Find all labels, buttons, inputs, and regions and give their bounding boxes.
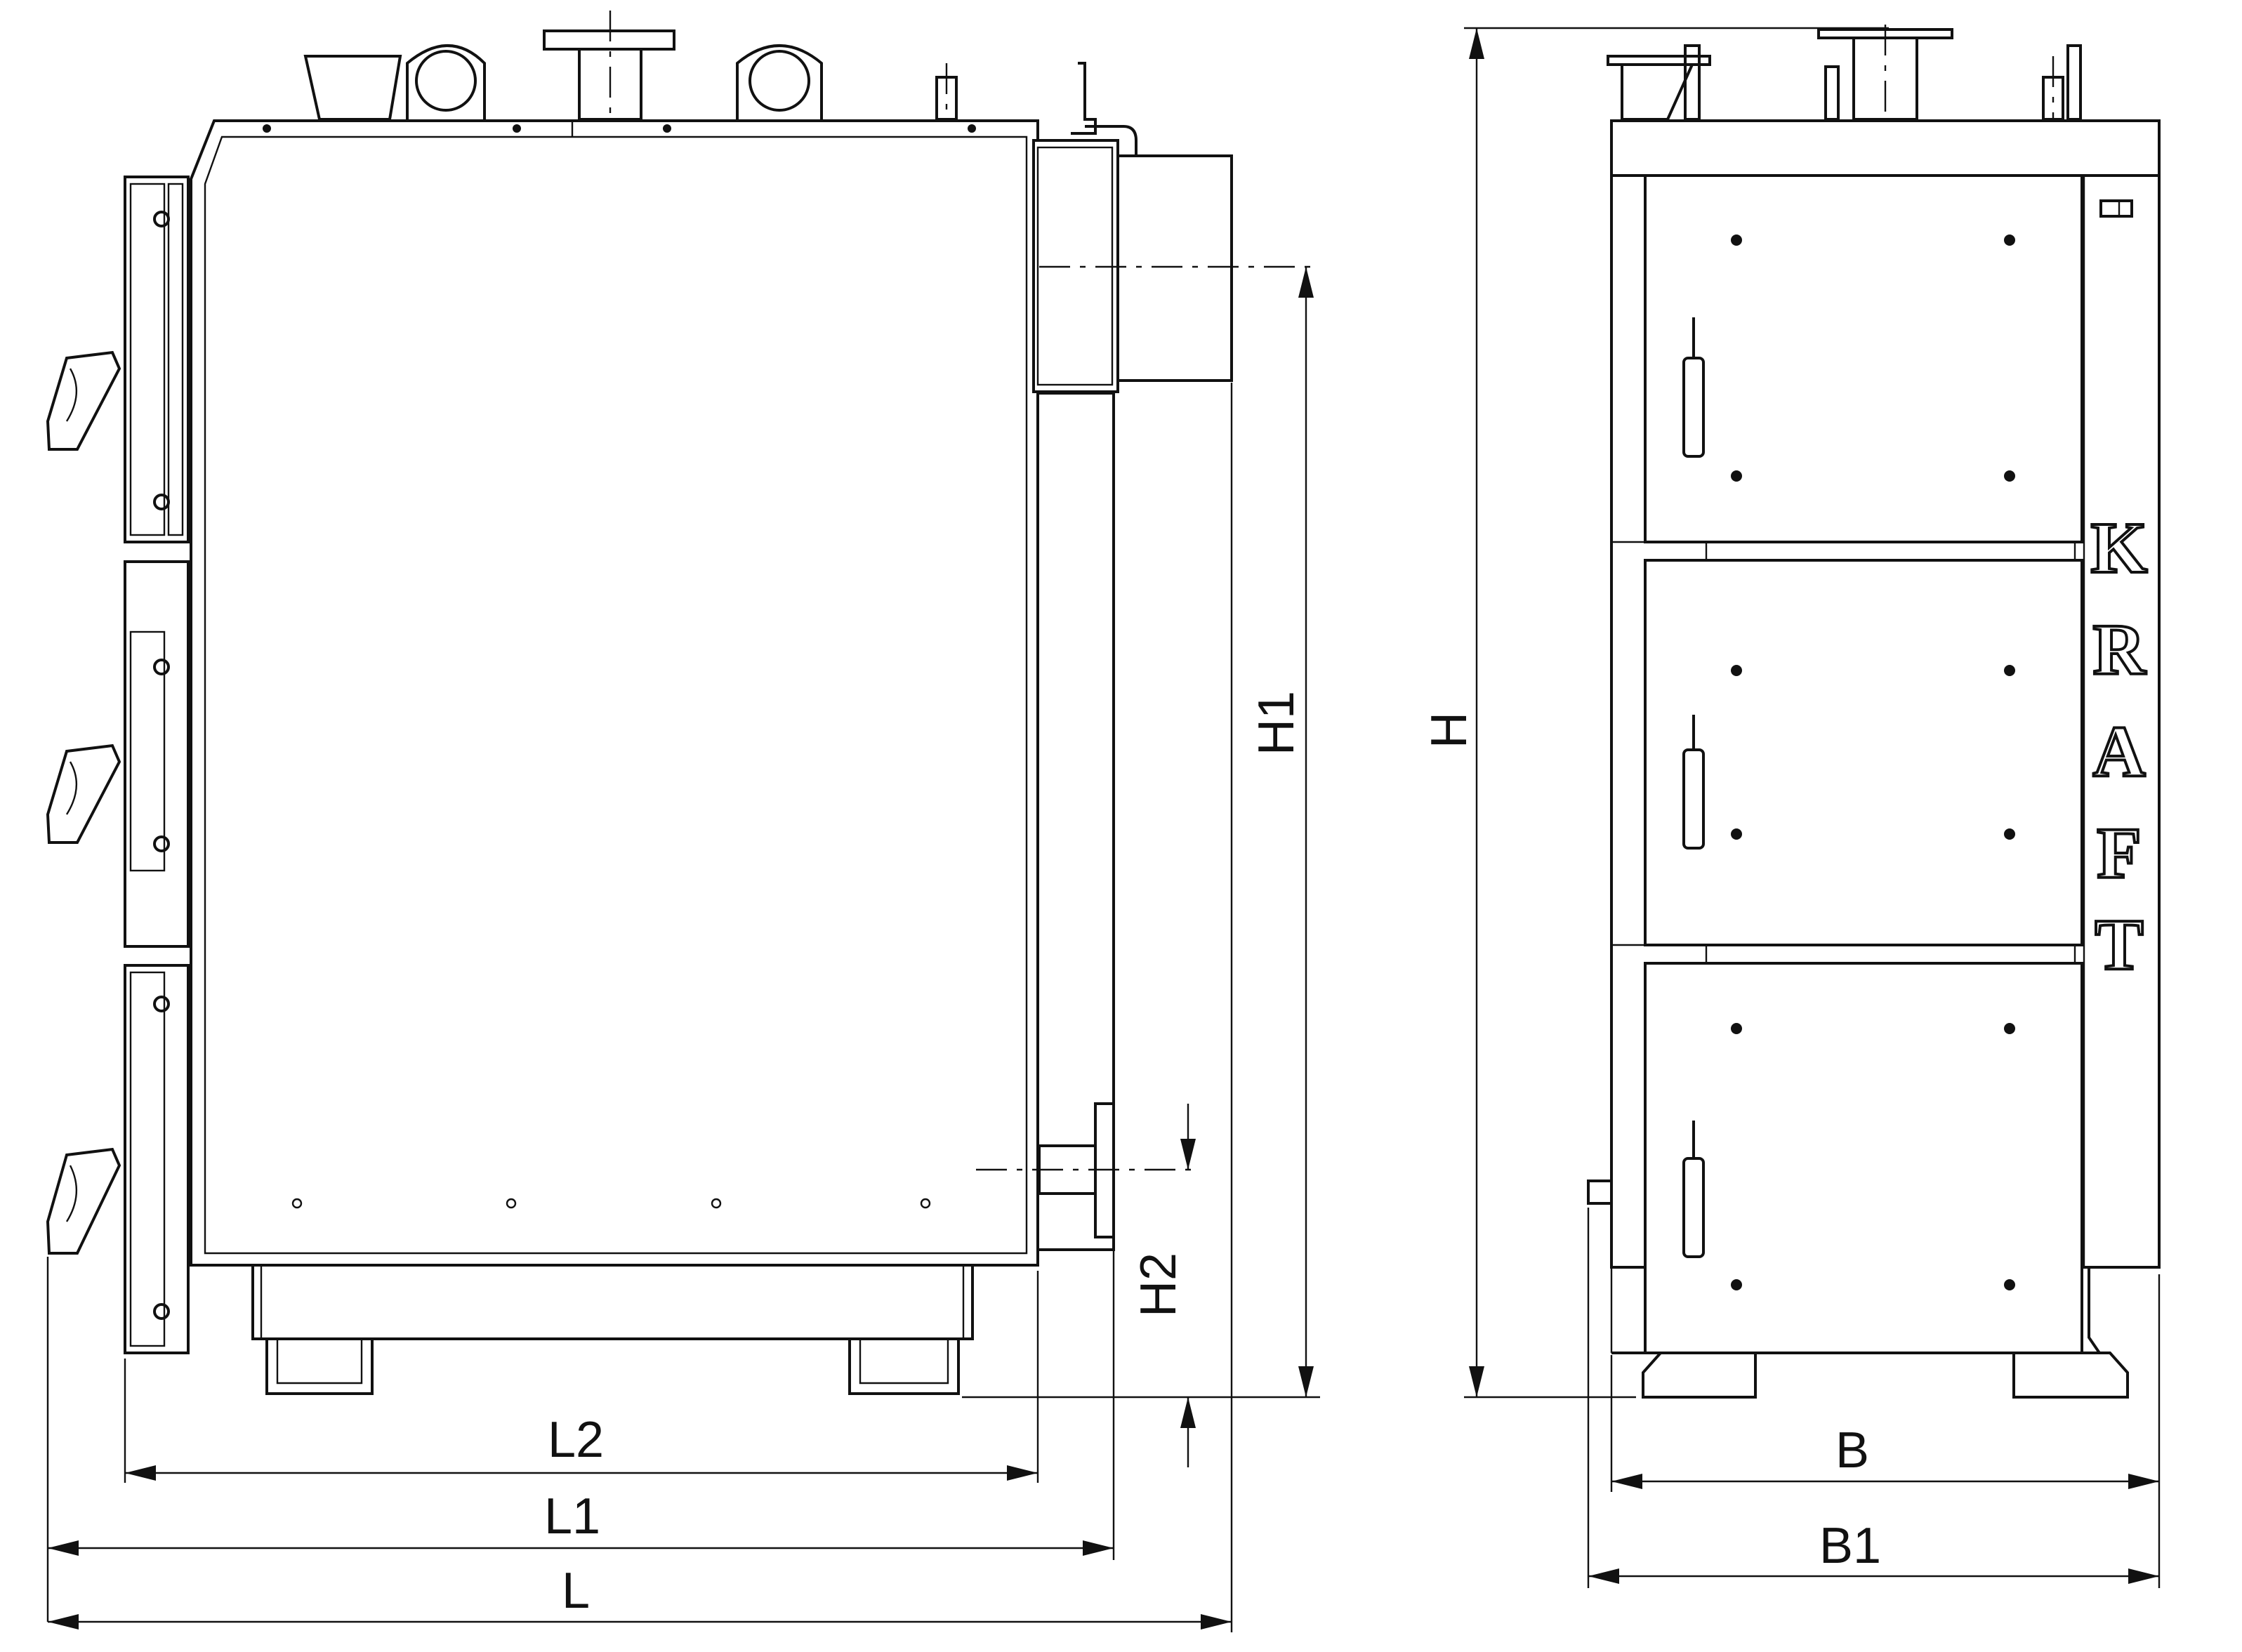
dimension-h1: H1 — [962, 267, 1320, 1399]
front-panel-lower — [1587, 962, 2099, 1354]
dimension-label-l2: L2 — [548, 1412, 604, 1468]
flue-pipe — [1032, 139, 1320, 393]
boiler-base — [251, 1264, 974, 1395]
dimension-l1: L1 — [46, 1243, 1115, 1622]
door-upper — [46, 176, 190, 543]
dimension-label-l: L — [562, 1563, 590, 1619]
front-feet — [1642, 1267, 2129, 1399]
front-panel-upper — [1611, 174, 2084, 562]
side-view: L2 L1 L H1 H2 — [46, 11, 1320, 1632]
door-lower — [46, 964, 190, 1354]
brand-lettering: K R A F T — [2090, 506, 2149, 986]
dimension-b1: B1 — [1587, 1208, 2161, 1588]
brand-letter-a: A — [2092, 711, 2145, 792]
return-pipe — [976, 1102, 1194, 1238]
dimension-label-l1: L1 — [544, 1488, 600, 1545]
brand-letter-k: K — [2091, 508, 2148, 588]
dimension-label-h2: H2 — [1130, 1253, 1187, 1317]
dimension-b: B — [1610, 1274, 2161, 1492]
dimension-l2: L2 — [124, 1271, 1039, 1483]
dimension-label-h: H — [1421, 712, 1477, 748]
dimension-h: H — [1421, 27, 1889, 1399]
dimension-label-b1: B1 — [1819, 1518, 1881, 1574]
dimension-label-h1: H1 — [1248, 691, 1305, 755]
front-panel-middle — [1611, 559, 2084, 965]
dimension-h2: H2 — [1130, 1104, 1196, 1467]
dimension-l: L — [48, 383, 1233, 1632]
door-middle — [46, 560, 190, 948]
brand-letter-f: F — [2097, 813, 2142, 894]
front-view: K R A F T H B B1 — [1421, 25, 2161, 1588]
brand-letter-r: R — [2092, 609, 2147, 690]
dimension-label-b: B — [1835, 1422, 1869, 1479]
boiler-body — [190, 119, 1115, 1267]
brand-letter-t: T — [2095, 904, 2143, 985]
